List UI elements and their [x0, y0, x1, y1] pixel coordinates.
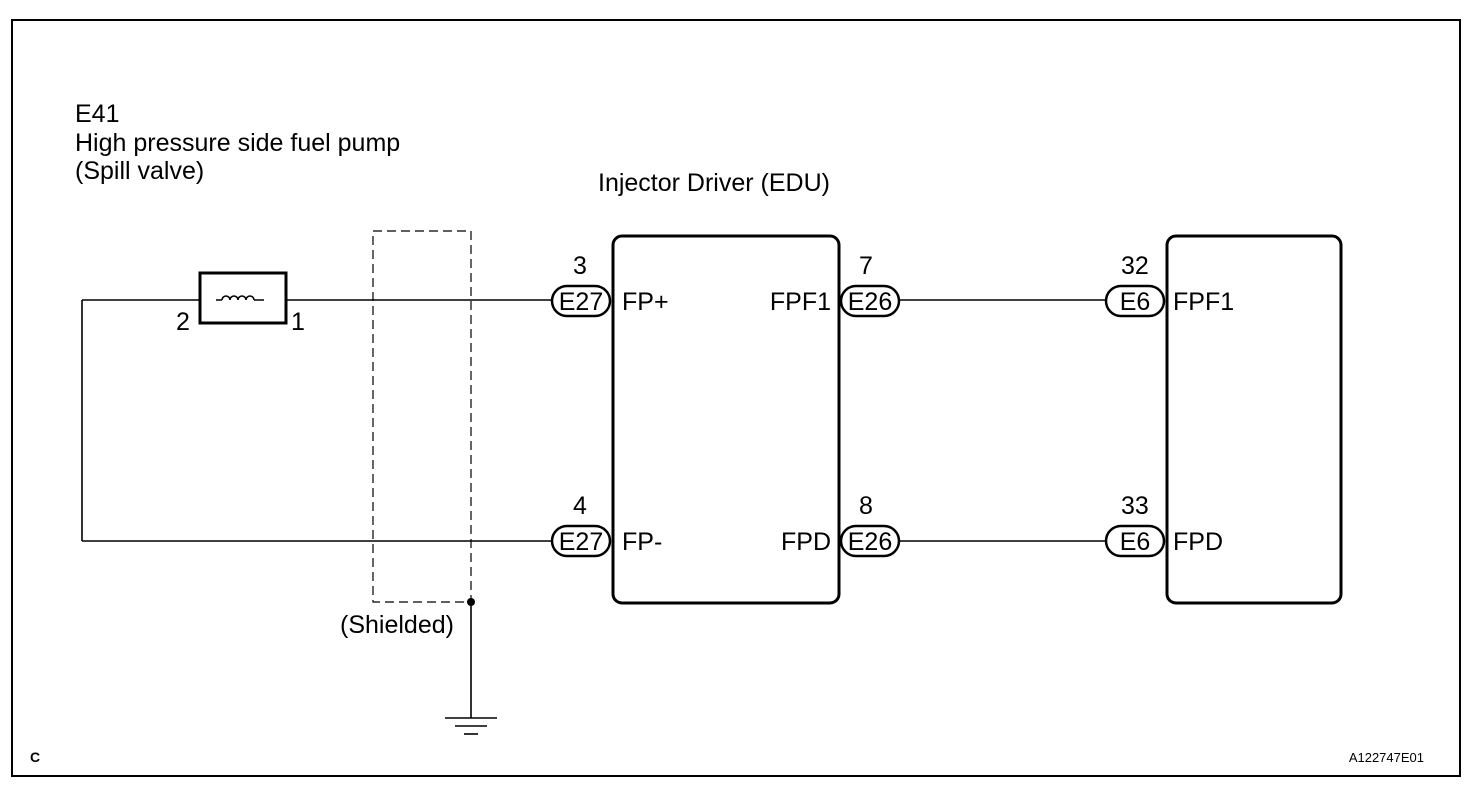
connector-label: E27	[559, 528, 603, 556]
ecm-box	[1165, 234, 1343, 605]
component-name: High pressure side fuel pump	[75, 129, 400, 157]
component-code: E41	[75, 100, 119, 128]
connector-e26-upper: E26	[839, 284, 901, 318]
diagram-frame	[11, 19, 1461, 777]
connector-e6-upper: E6	[1104, 284, 1166, 318]
connector-e27-lower: E27	[550, 524, 612, 558]
component-subname: (Spill valve)	[75, 157, 204, 185]
edu-terminal-fpd: FPD	[781, 528, 831, 556]
shield-label: (Shielded)	[340, 611, 454, 639]
pump-box	[198, 271, 288, 325]
connector-label: E26	[848, 288, 892, 316]
ecm-terminal-fpf1: FPF1	[1173, 288, 1234, 316]
shield-box	[372, 230, 472, 603]
connector-e6-lower: E6	[1104, 524, 1166, 558]
ground-icon	[445, 717, 497, 735]
ecm-terminal-fpd: FPD	[1173, 528, 1223, 556]
edu-terminal-fp-plus: FP+	[622, 288, 669, 316]
connector-e27-upper: E27	[550, 284, 612, 318]
corner-letter: C	[30, 749, 40, 765]
connector-label: E6	[1120, 528, 1151, 556]
pump-pin-2: 2	[176, 308, 190, 336]
edu-box	[611, 234, 841, 605]
ecm-pin-32: 32	[1121, 252, 1149, 280]
edu-pin-4: 4	[573, 492, 587, 520]
connector-e26-lower: E26	[839, 524, 901, 558]
connector-label: E26	[848, 528, 892, 556]
figure-id: A122747E01	[1349, 750, 1424, 765]
connector-label: E27	[559, 288, 603, 316]
edu-terminal-fp-minus: FP-	[622, 528, 662, 556]
edu-pin-7: 7	[859, 252, 873, 280]
edu-terminal-fpf1: FPF1	[770, 288, 831, 316]
pump-pin-1: 1	[291, 308, 305, 336]
connector-label: E6	[1120, 288, 1151, 316]
edu-title: Injector Driver (EDU)	[598, 169, 830, 197]
coil-icon	[216, 295, 264, 301]
edu-pin-3: 3	[573, 252, 587, 280]
wires	[81, 299, 1107, 718]
shield-junction-dot	[467, 598, 475, 606]
ecm-pin-33: 33	[1121, 492, 1149, 520]
edu-pin-8: 8	[859, 492, 873, 520]
